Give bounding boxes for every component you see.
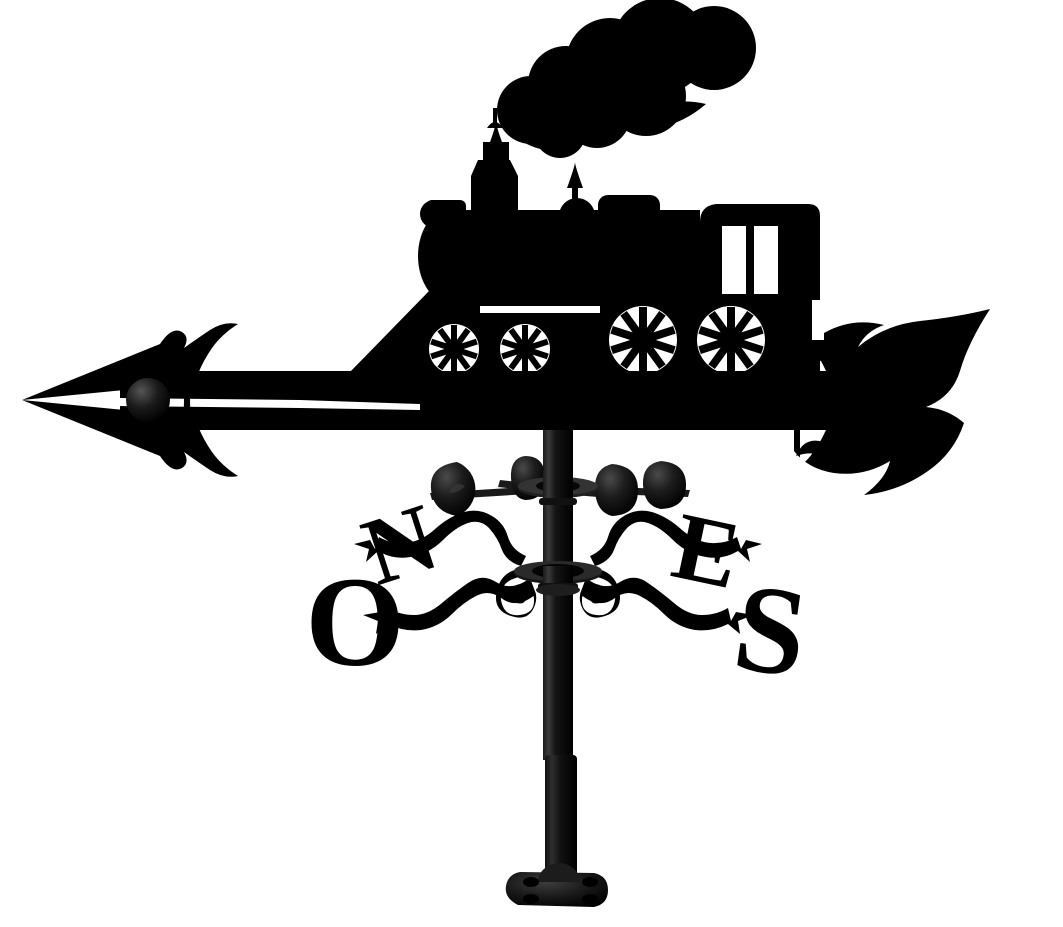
compass-hub: [514, 561, 602, 596]
mounting-base-plate: [505, 863, 608, 907]
arrow-head: [22, 323, 238, 477]
arrow-shaft: [118, 371, 900, 430]
arrow-head-ball: [126, 378, 170, 422]
locomotive-wheel-drive-1: [599, 296, 687, 384]
whistle: [559, 162, 595, 219]
letter-o-glyph: O: [305, 551, 405, 693]
steam-locomotive-silhouette: [350, 0, 824, 384]
smokestack: [471, 108, 518, 212]
smoke-plume: [497, 0, 756, 158]
locomotive-wheel-front-1: [421, 316, 487, 382]
compass-scrollwork: [495, 568, 621, 618]
locomotive-wheel-drive-2: [687, 296, 775, 384]
compass-rose: [354, 510, 762, 634]
locomotive-wheel-front-2: [492, 316, 558, 382]
compass-arm-east: [580, 510, 762, 634]
compass-letters: N O E S: [305, 482, 815, 704]
base-bolt-holes: [523, 877, 598, 904]
anemometer-cups: [430, 456, 690, 516]
compass-arm-west: [354, 510, 536, 634]
